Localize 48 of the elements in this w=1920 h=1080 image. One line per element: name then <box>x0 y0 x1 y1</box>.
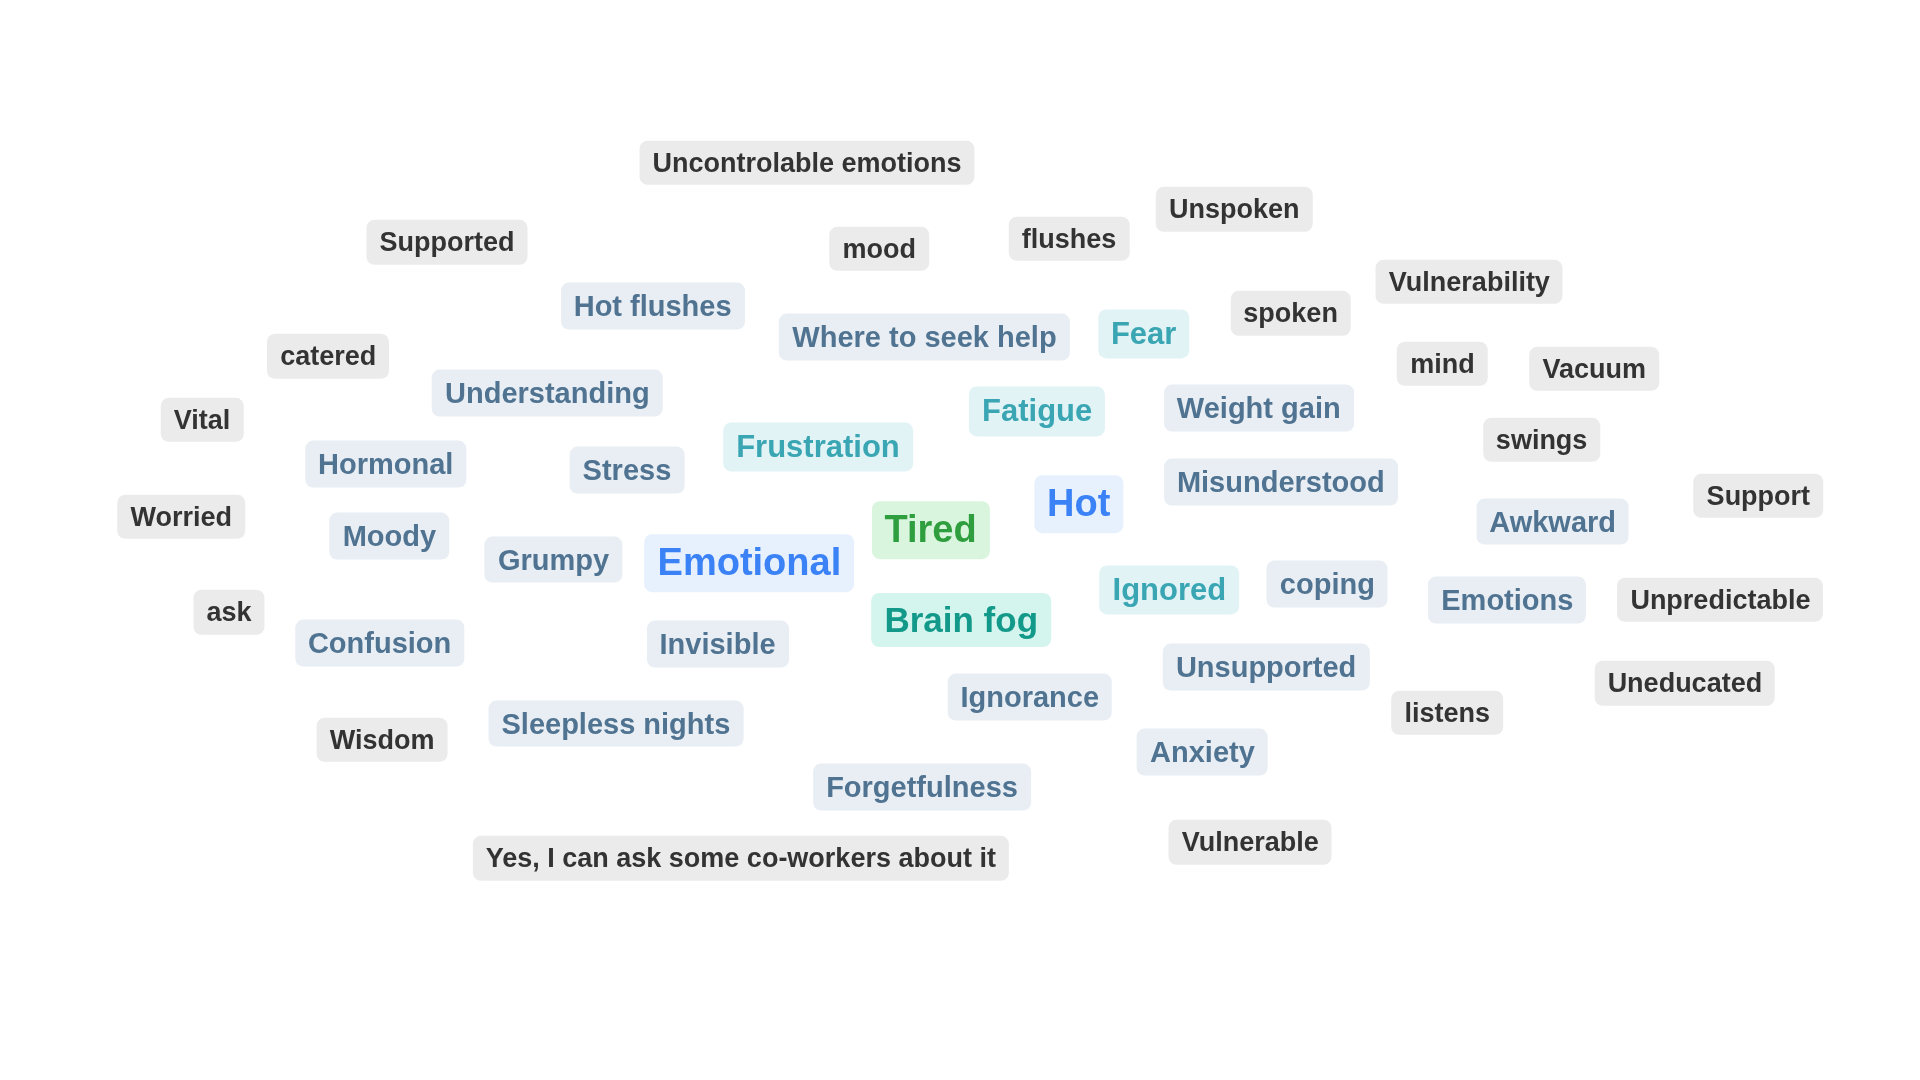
word-tag: Ignored <box>1099 565 1240 615</box>
word-tag: Awkward <box>1476 498 1630 545</box>
word-tag: Frustration <box>723 422 913 472</box>
word-tag: Ignorance <box>947 673 1113 721</box>
word-tag: Supported <box>366 220 528 265</box>
word-tag: listens <box>1391 690 1504 735</box>
word-tag: Grumpy <box>484 536 623 583</box>
word-tag: Vacuum <box>1529 346 1660 391</box>
word-tag: Emotional <box>644 534 855 593</box>
word-tag: Brain fog <box>871 592 1051 647</box>
word-tag: Uneducated <box>1594 661 1776 706</box>
word-tag: Uncontrolable emotions <box>639 140 975 186</box>
word-tag: Invisible <box>646 620 789 668</box>
word-tag: Hot flushes <box>560 282 745 330</box>
word-tag: Tired <box>871 501 990 559</box>
word-tag: Confusion <box>294 619 465 667</box>
word-tag: Support <box>1693 473 1824 519</box>
word-tag: flushes <box>1008 216 1130 261</box>
word-tag: ask <box>193 590 265 635</box>
word-tag: spoken <box>1230 291 1351 336</box>
word-tag: Vulnerable <box>1168 820 1332 865</box>
word-tag: Unsupported <box>1162 643 1370 691</box>
word-tag: Vulnerability <box>1375 259 1563 304</box>
word-tag: catered <box>267 334 390 379</box>
word-tag: Moody <box>329 512 450 560</box>
word-tag: Weight gain <box>1163 384 1354 432</box>
word-tag: Hormonal <box>305 440 467 488</box>
word-tag: swings <box>1482 417 1601 462</box>
word-tag: Unspoken <box>1156 187 1313 232</box>
word-tag: Fear <box>1097 309 1190 359</box>
word-tag: Wisdom <box>316 717 448 762</box>
word-tag: Forgetfulness <box>813 763 1031 811</box>
word-tag: Sleepless nights <box>488 700 744 748</box>
word-tag: Hot <box>1034 475 1124 534</box>
word-tag: mood <box>829 226 929 271</box>
word-tag: Misunderstood <box>1163 459 1398 506</box>
word-tag: Worried <box>117 494 245 539</box>
word-tag: Fatigue <box>969 386 1106 436</box>
word-tag: coping <box>1266 560 1388 608</box>
word-tag: mind <box>1397 341 1488 386</box>
word-tag: Yes, I can ask some co-workers about it <box>472 836 1009 881</box>
word-tag: Vital <box>160 397 244 443</box>
word-tag: Unpredictable <box>1617 577 1824 623</box>
word-tag: Anxiety <box>1137 728 1268 776</box>
word-tag: Emotions <box>1428 576 1587 624</box>
word-tag: Stress <box>569 446 685 494</box>
word-tag: Understanding <box>432 369 663 417</box>
word-tag: Where to seek help <box>779 313 1070 361</box>
